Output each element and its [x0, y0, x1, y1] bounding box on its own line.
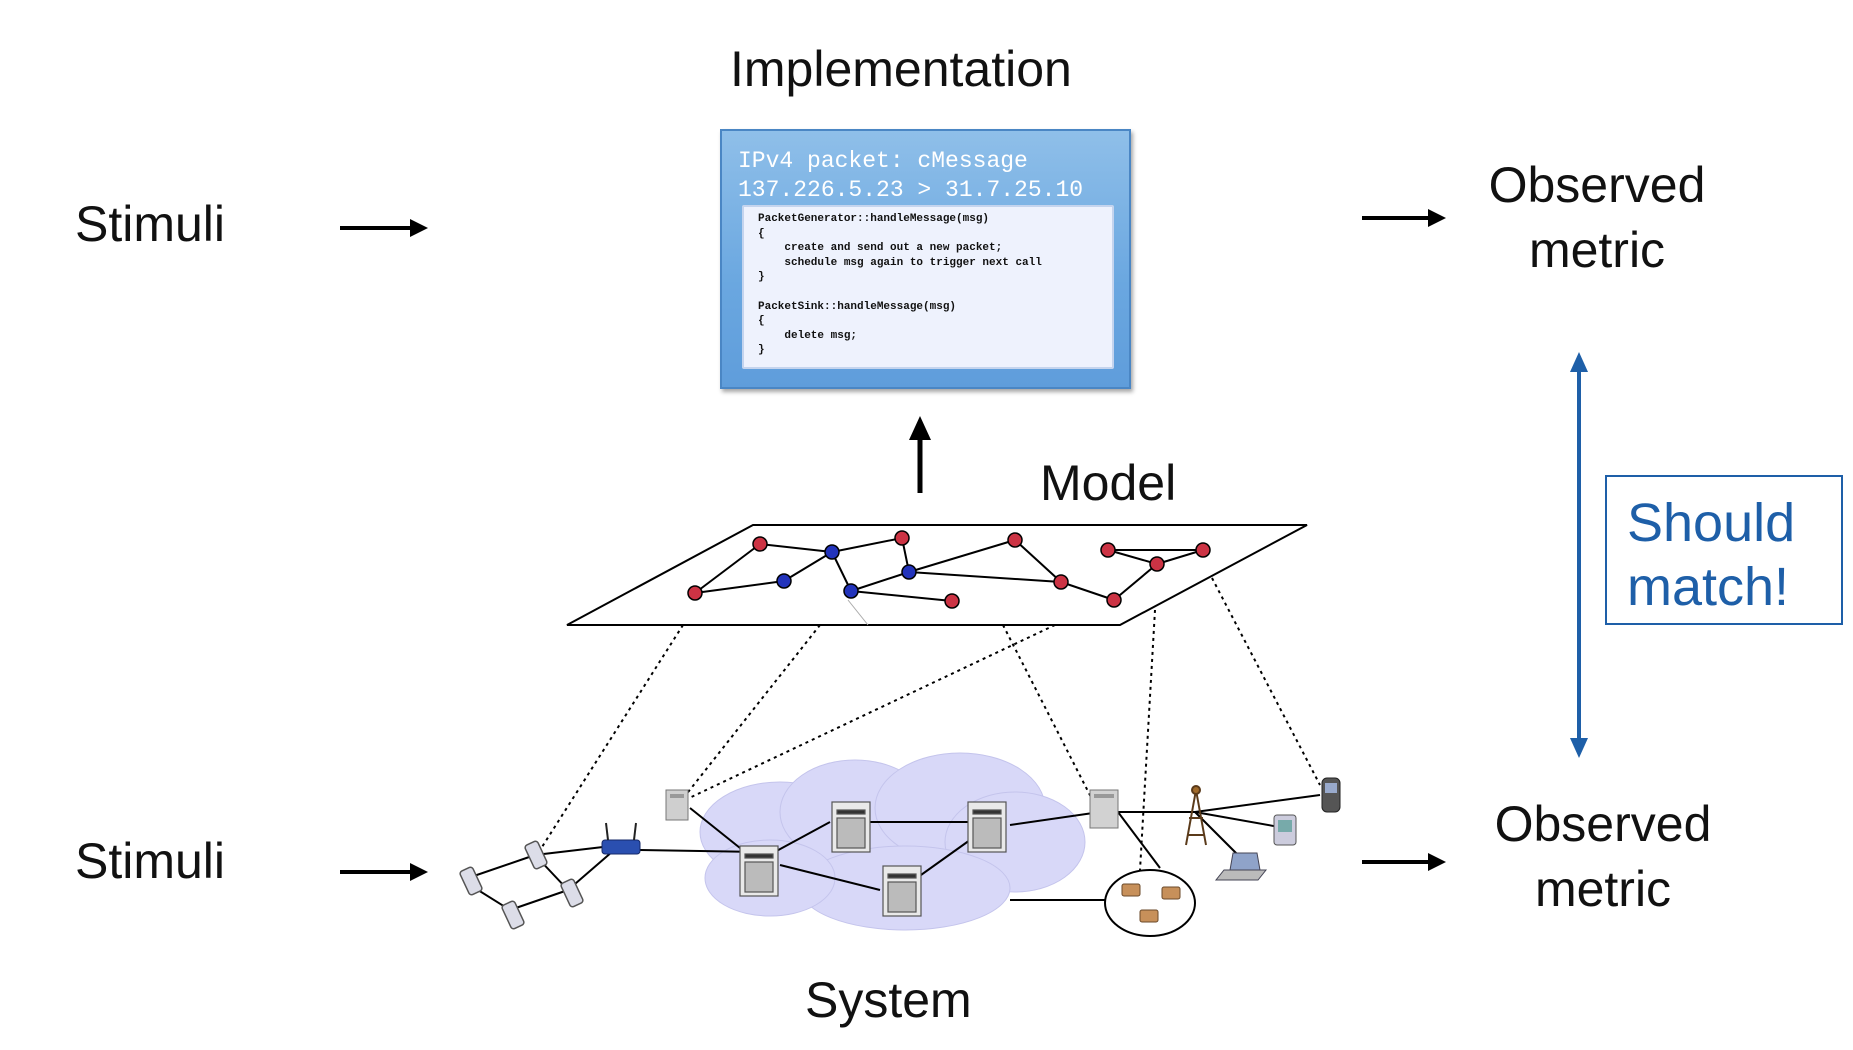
- laptop-icon: [1214, 852, 1268, 881]
- model-node: [752, 536, 768, 552]
- stimuli-top-label: Stimuli: [75, 196, 226, 252]
- model-node: [1100, 542, 1116, 558]
- mobile-devices: [459, 840, 584, 930]
- should-match-box: Should match!: [1605, 475, 1843, 625]
- implementation-header: IPv4 packet: cMessage 137.226.5.23 > 31.…: [738, 148, 1084, 203]
- observed-top-arrow: [1362, 209, 1446, 227]
- cell-tower-icon: [1185, 785, 1207, 846]
- model-node: [894, 530, 910, 546]
- server-small-icon: [665, 789, 689, 821]
- server-icon: [882, 865, 922, 917]
- implementation-code-panel: PacketGenerator::handleMessage(msg) { cr…: [742, 205, 1114, 369]
- stimuli-bottom-label: Stimuli: [75, 833, 226, 889]
- model-node: [776, 573, 792, 589]
- stimuli-top-arrow: [340, 219, 428, 237]
- pda-icon: [560, 878, 584, 908]
- model-to-implementation-arrow: [909, 416, 931, 493]
- pda-icon: [524, 840, 548, 870]
- sensor-icon: [1161, 886, 1181, 900]
- model-node: [1053, 574, 1069, 590]
- model-node: [944, 593, 960, 609]
- should-match-arrow: [1570, 352, 1588, 758]
- mobile-phone-icon: [1321, 777, 1341, 813]
- server-icon: [831, 801, 871, 853]
- model-node: [901, 564, 917, 580]
- sensor-group: [1104, 869, 1196, 937]
- sensor-icon: [1121, 883, 1141, 897]
- pda-icon: [501, 900, 525, 930]
- stimuli-bottom-arrow: [340, 863, 428, 881]
- pda-icon: [459, 866, 483, 896]
- observed-metric-top: Observed metric: [1488, 157, 1706, 278]
- model-node: [843, 583, 859, 599]
- model-plane: [566, 524, 1308, 626]
- observed-bottom-arrow: [1362, 853, 1446, 871]
- server-icons: [739, 801, 1007, 917]
- model-title: Model: [1040, 455, 1177, 511]
- should-match-label: Should match!: [1627, 493, 1796, 617]
- implementation-box: IPv4 packet: cMessage 137.226.5.23 > 31.…: [720, 129, 1131, 389]
- system-cloud: [699, 752, 1086, 931]
- model-node: [687, 585, 703, 601]
- model-graph-nodes: [687, 530, 1211, 609]
- observed-metric-bottom: Observed metric: [1494, 796, 1712, 917]
- model-node: [824, 544, 840, 560]
- system-title: System: [805, 972, 972, 1028]
- router-icon: [601, 822, 641, 855]
- implementation-title: Implementation: [730, 41, 1072, 97]
- implementation-code: PacketGenerator::handleMessage(msg) { cr…: [758, 213, 1042, 357]
- model-node: [1195, 542, 1211, 558]
- mapping-lines: [534, 577, 1321, 871]
- pda-right-icon: [1273, 814, 1297, 846]
- server-icon: [967, 801, 1007, 853]
- model-node: [1149, 556, 1165, 572]
- server-small-icon: [1089, 789, 1119, 829]
- server-icon: [739, 845, 779, 897]
- sensor-icon: [1139, 909, 1159, 923]
- sensor-icons: [1121, 883, 1181, 923]
- model-node: [1007, 532, 1023, 548]
- model-node: [1106, 592, 1122, 608]
